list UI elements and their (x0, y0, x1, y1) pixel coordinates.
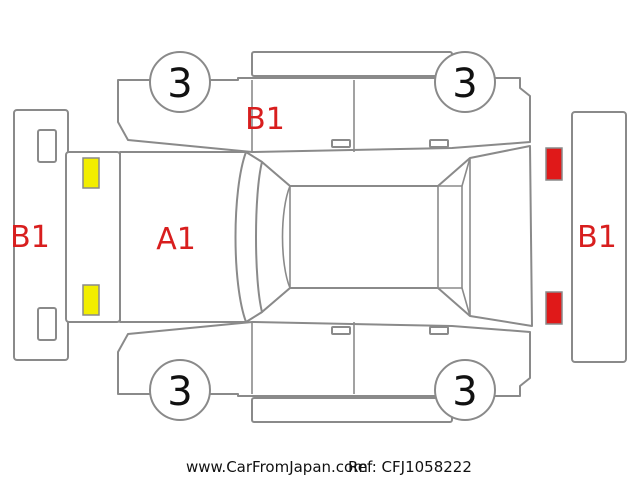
wheel-rear-left: 3 (434, 51, 496, 113)
front-lamp-top (82, 157, 100, 189)
wheel-front-right: 3 (149, 359, 211, 421)
bottom-side-strip (251, 397, 453, 423)
footer-site: www.CarFromJapan.com (186, 458, 368, 476)
rear-bumper-damage-code: B1 (577, 220, 617, 255)
lower-side-panel (117, 321, 531, 397)
wheel-front-left-grade: 3 (167, 61, 192, 107)
rear-bumper-panel (571, 111, 627, 363)
left-side-damage-code: B1 (245, 102, 285, 137)
rear-lamp-top (545, 147, 563, 181)
front-bumper-damage-code: B1 (10, 220, 50, 255)
wheel-rear-right: 3 (434, 359, 496, 421)
top-side-strip (251, 51, 453, 77)
wheel-front-right-grade: 3 (167, 369, 192, 415)
wheel-rear-left-grade: 3 (452, 61, 477, 107)
wheel-front-left: 3 (149, 51, 211, 113)
footer-ref: Ref: CFJ1058222 (348, 458, 472, 476)
front-lamp-bottom (82, 284, 100, 316)
hood-damage-code: A1 (156, 222, 196, 257)
car-body-top-view (65, 145, 533, 327)
rear-lamp-bottom (545, 291, 563, 325)
upper-side-panel (117, 77, 531, 153)
wheel-rear-right-grade: 3 (452, 369, 477, 415)
